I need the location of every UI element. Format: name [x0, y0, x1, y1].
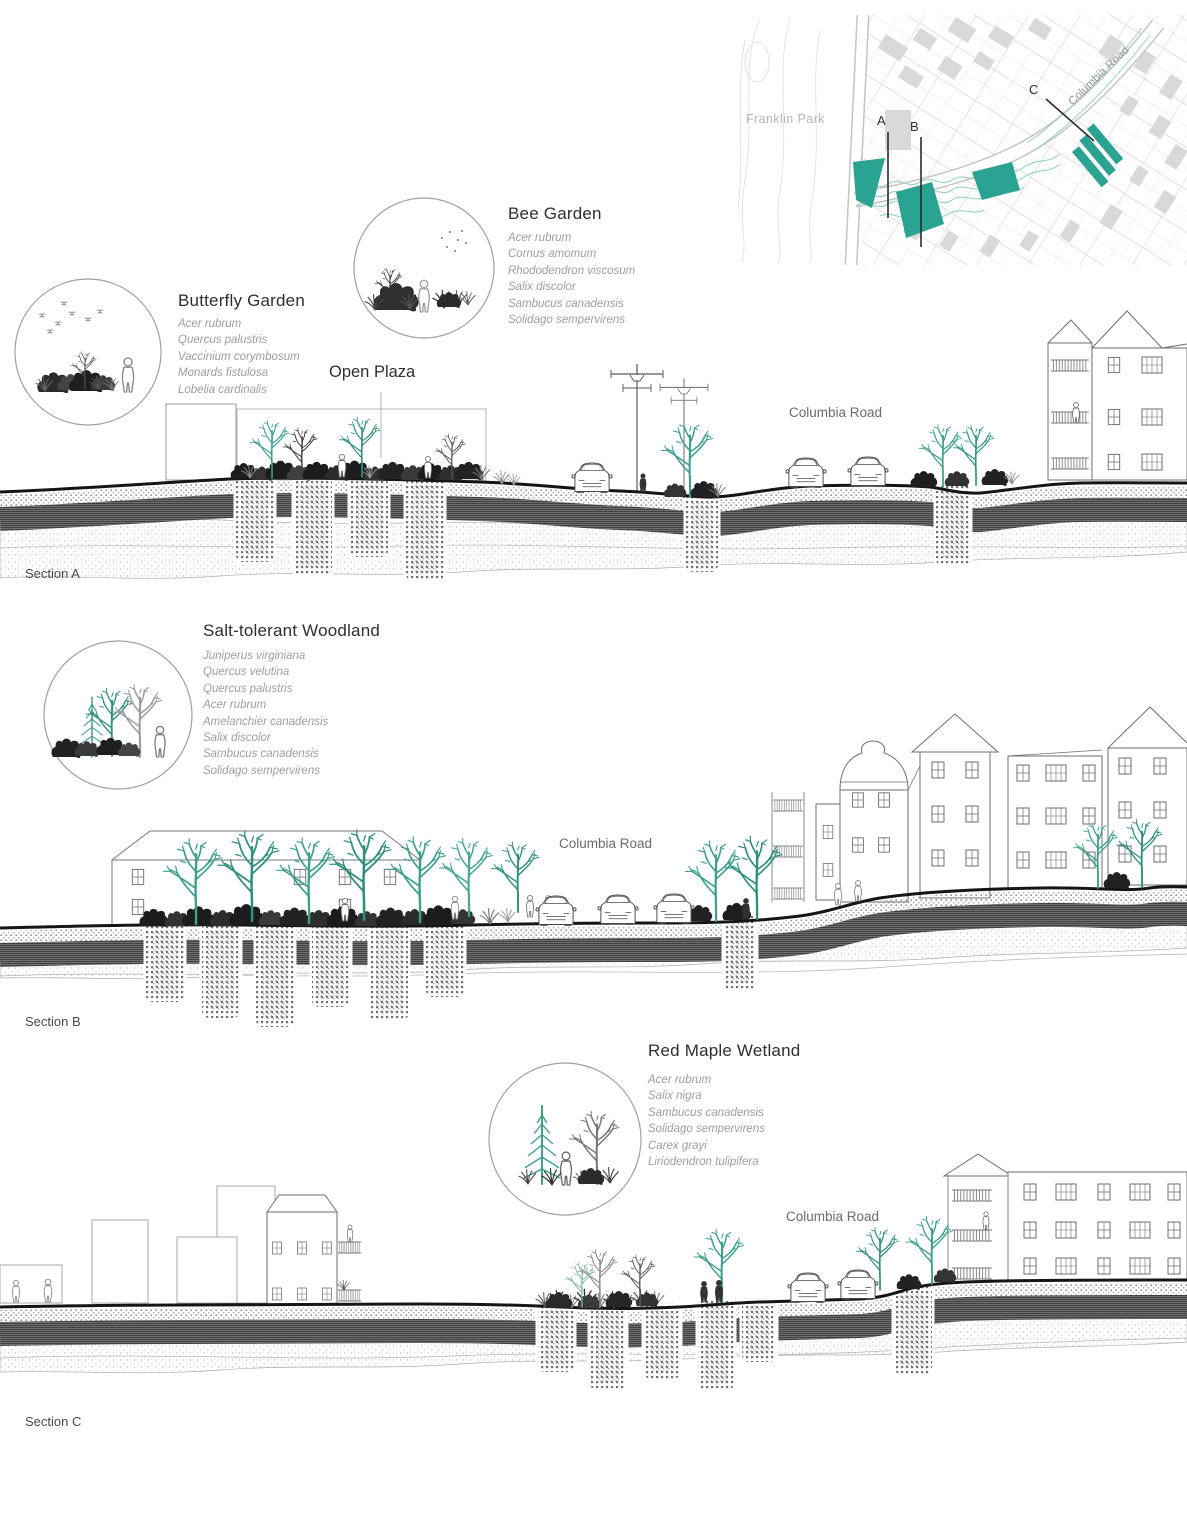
planting-polygons	[853, 123, 1124, 238]
species-item: Cornus amomum	[508, 248, 597, 261]
map-section-lines	[887, 98, 1095, 247]
species-item: Acer rubrum	[508, 232, 572, 244]
cars-c	[787, 1269, 879, 1303]
species-item: Sambucus canadensis	[508, 297, 624, 310]
species-item: Vaccinium corymbosum	[178, 350, 300, 363]
columbia-road-label-b: Columbia Road	[559, 836, 653, 851]
franklin-park-contours	[737, 17, 821, 265]
section-b-label: Section B	[25, 1014, 81, 1029]
section-a-drawing	[0, 310, 1187, 584]
franklin-park-label: Franklin Park	[746, 112, 825, 126]
species-item: Quercus palustris	[203, 682, 293, 695]
soil-cells	[535, 1283, 935, 1393]
balcony-stack	[771, 792, 805, 902]
columbia-road-label-a: Columbia Road	[789, 405, 883, 420]
building-massing	[165, 403, 237, 481]
map-marker-c: C	[1029, 82, 1039, 97]
species-item: Sambucus canadensis	[648, 1106, 764, 1119]
section-c-drawing	[0, 1153, 1187, 1393]
utility-pole	[659, 377, 709, 497]
species-item: Salix nigra	[648, 1090, 702, 1103]
palette-title-red-maple-wetland: Red Maple Wetland	[648, 1041, 801, 1060]
cars-a	[571, 456, 889, 493]
species-item: Amelanchier canadensis	[203, 715, 329, 728]
section-line-c	[1045, 98, 1095, 142]
soil-cells	[143, 912, 759, 1030]
vignette-red-maple-wetland	[488, 1062, 642, 1216]
species-item: Solidago sempervirens	[648, 1123, 765, 1136]
species-item: Juniperus virginiana	[203, 650, 306, 662]
section-c-label: Section C	[25, 1414, 82, 1429]
vignette-salt-tolerant-woodland	[43, 640, 193, 790]
species-item: Acer rubrum	[648, 1074, 712, 1086]
section-a-label: Section A	[25, 566, 80, 581]
map-marker-a: A	[877, 113, 886, 128]
species-item: Rhododendron viscosum	[508, 264, 636, 277]
palette-title-salt-tolerant-woodland: Salt-tolerant Woodland	[203, 621, 381, 640]
vignette-butterfly-garden	[14, 278, 162, 426]
species-item: Lobelia cardinalis	[178, 383, 267, 396]
species-item: Salix discolor	[203, 732, 271, 745]
cars-b	[535, 893, 695, 926]
species-item: Solidago sempervirens	[203, 764, 320, 777]
species-item: Solidago sempervirens	[508, 314, 625, 327]
species-item: Quercus palustris	[178, 334, 268, 347]
open-plaza-label: Open Plaza	[329, 363, 416, 381]
buildings-left-massing	[0, 1185, 276, 1304]
palette-title-bee-garden: Bee Garden	[508, 204, 602, 223]
species-item: Carex grayi	[648, 1139, 707, 1152]
bee-dots	[441, 230, 467, 252]
species-item: Acer rubrum	[203, 699, 267, 712]
species-item: Sambucus canadensis	[203, 748, 319, 761]
utility-pole	[610, 363, 664, 493]
species-item: Monards fistulosa	[178, 367, 269, 380]
species-item: Salix discolor	[508, 281, 576, 294]
section-b-drawing	[0, 706, 1187, 1030]
columbia-road-label-c: Columbia Road	[786, 1209, 880, 1224]
vignette-bee-garden	[353, 197, 495, 339]
palette-title-butterfly-garden: Butterfly Garden	[178, 291, 305, 310]
building-blocks	[877, 16, 1187, 258]
map-marker-b: B	[910, 119, 919, 134]
species-item: Acer rubrum	[178, 318, 242, 330]
species-item: Liriodendron tulipifera	[648, 1156, 759, 1169]
species-item: Quercus velutina	[203, 666, 290, 679]
site-map	[737, 15, 1187, 265]
